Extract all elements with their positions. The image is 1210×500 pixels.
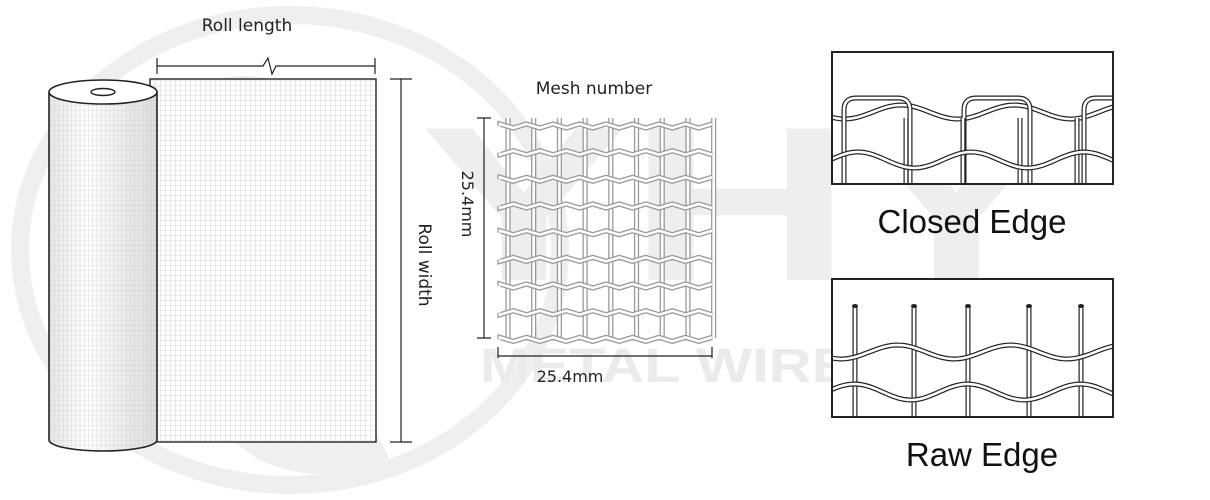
mesh-roll <box>48 79 158 452</box>
roll-width-label: Roll width <box>414 223 434 306</box>
woven-mesh-square <box>497 118 717 345</box>
mesh-number-label: Mesh number <box>536 79 653 99</box>
mesh-height-label: 25.4mm <box>458 171 477 238</box>
closed-edge-panel: Closed Edge <box>831 51 1114 240</box>
roll-length-dimension: Roll length <box>156 16 376 76</box>
raw-edge-panel: Raw Edge <box>831 278 1114 473</box>
raw-edge-label: Raw Edge <box>906 436 1058 473</box>
closed-edge-label: Closed Edge <box>878 203 1067 240</box>
roll-width-dimension: Roll width <box>390 78 434 443</box>
mesh-width-label: 25.4mm <box>537 367 604 386</box>
mesh-sheet <box>149 78 377 443</box>
roll-core-hole <box>90 87 116 97</box>
mesh-number-detail: Mesh number 25.4mm 25.4mm <box>458 79 717 386</box>
roll-length-label: Roll length <box>202 16 293 36</box>
